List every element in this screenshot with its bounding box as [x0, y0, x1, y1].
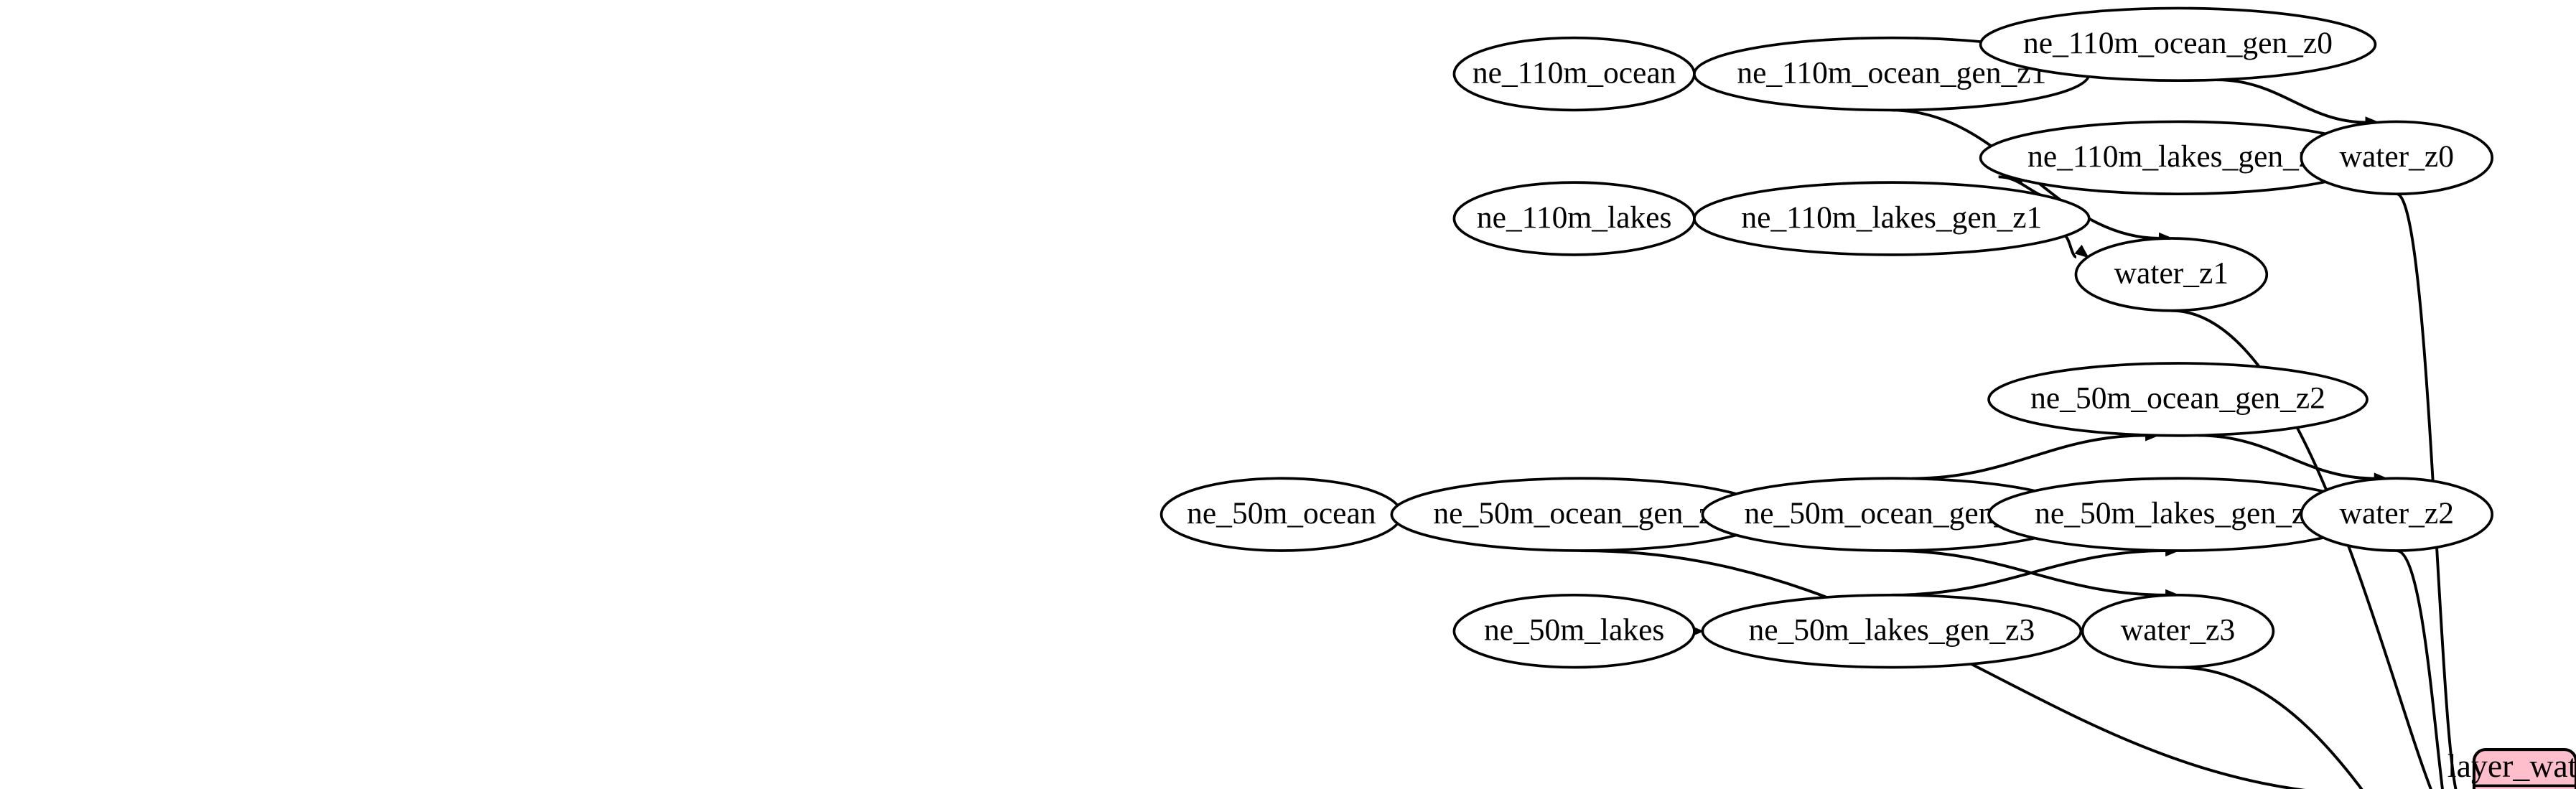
node-shape — [1987, 362, 2369, 437]
node-shape — [2300, 120, 2493, 196]
node-shape — [1452, 181, 1696, 256]
node-ne_110m_ocean[interactable]: ne_110m_ocean — [1452, 36, 1696, 112]
edge-arrowhead — [2074, 244, 2089, 258]
node-shape — [1701, 593, 2083, 669]
layer-water-record-node[interactable] — [2472, 747, 2576, 789]
node-water_z1[interactable]: water_z1 — [2074, 237, 2269, 312]
node-ne_50m_ocean_gen_z2[interactable]: ne_50m_ocean_gen_z2 — [1987, 362, 2369, 437]
node-water_z2[interactable]: water_z2 — [2300, 477, 2493, 552]
edge-ne_50m_ocean_gen_z2-to-water_z2 — [2198, 434, 2376, 480]
node-ne_50m_lakes_gen_z3[interactable]: ne_50m_lakes_gen_z3 — [1701, 593, 2083, 669]
edge-water_z1-to-layer_water — [2171, 309, 2432, 789]
node-water_z3[interactable]: water_z3 — [2081, 593, 2275, 669]
node-shape — [1693, 181, 2091, 256]
edge-ne_50m_ocean_gen_z4-to-water_z4 — [1580, 549, 2307, 789]
layer-water-title: layer_water — [2447, 747, 2576, 784]
node-shape — [1159, 477, 1403, 552]
node-ne_50m_ocean[interactable]: ne_50m_ocean — [1159, 477, 1403, 552]
edge-ne_110m_ocean_gen_z0-to-water_z0 — [2217, 78, 2366, 124]
record-node-layer: layer_waterz0z1z2z3z4z5z6z7z8z9z10z11z12… — [2447, 747, 2576, 789]
node-water_z0[interactable]: water_z0 — [2300, 120, 2493, 196]
edge-ne_50m_lakes_gen_z3-to-ne_50m_lakes_gen_z2 — [1891, 549, 2167, 597]
edge-water_z3-to-layer_water — [2178, 666, 2363, 789]
edge-water_z2-to-layer_water — [2396, 549, 2444, 789]
nodes-layer: imposm3osm_ocean_polygonosm_water_polygo… — [1159, 6, 2493, 669]
edge-ne_110m_lakes_gen_z1-to-water_z1 — [2063, 234, 2077, 258]
node-shape — [1452, 593, 1696, 669]
node-shape — [1452, 36, 1696, 112]
node-ne_110m_lakes[interactable]: ne_110m_lakes — [1452, 181, 1696, 256]
record-row-z0[interactable]: z0 — [2509, 783, 2540, 789]
node-ne_50m_lakes[interactable]: ne_50m_lakes — [1452, 593, 1696, 669]
node-shape — [1979, 6, 2377, 83]
edge-ne_50m_ocean_gen_z3-to-ne_50m_ocean_gen_z2 — [1911, 434, 2147, 480]
node-ne_110m_lakes_gen_z1[interactable]: ne_110m_lakes_gen_z1 — [1693, 181, 2091, 256]
node-shape — [2300, 477, 2493, 552]
node-shape — [2081, 593, 2275, 669]
node-shape — [2074, 237, 2269, 312]
node-ne_110m_ocean_gen_z0[interactable]: ne_110m_ocean_gen_z0 — [1979, 6, 2377, 83]
